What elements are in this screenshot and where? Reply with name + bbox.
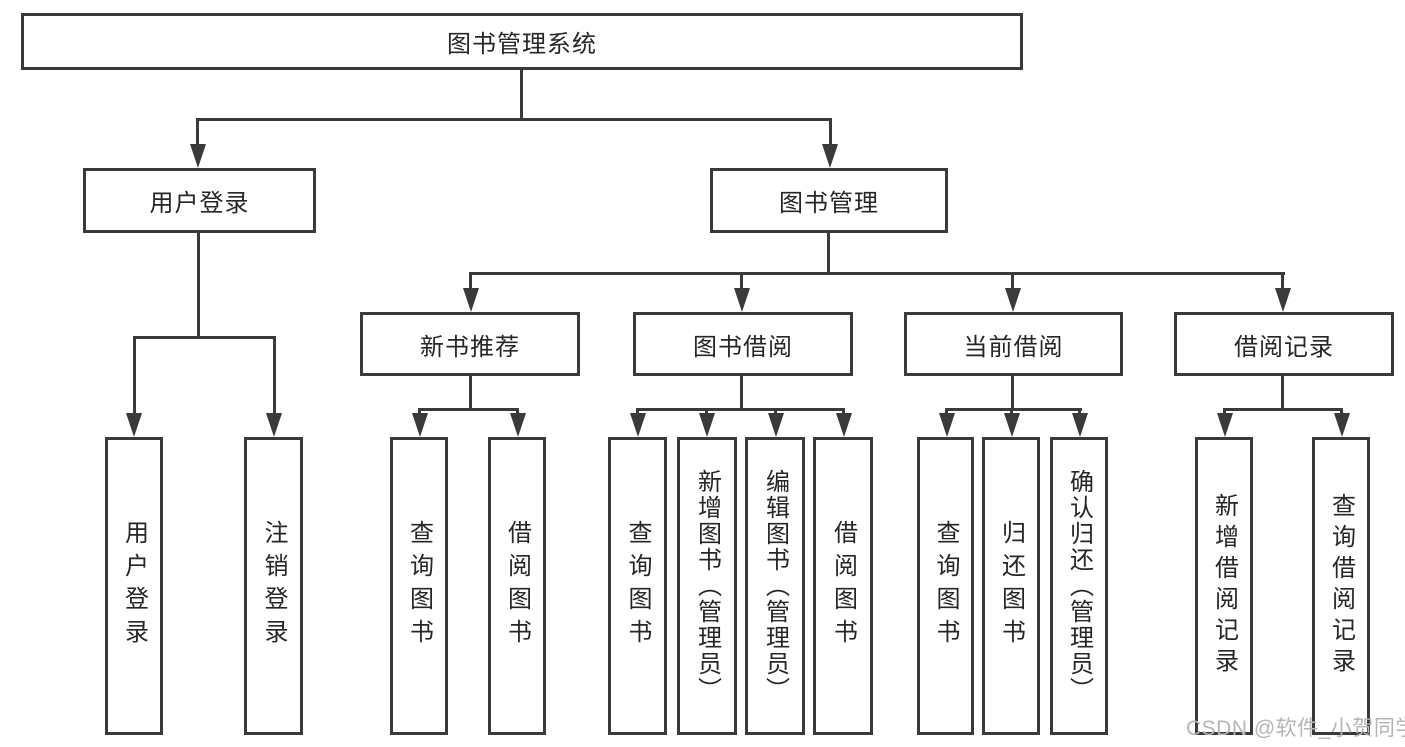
connector-line bbox=[740, 376, 743, 408]
node-label: 新增图书（管理员） bbox=[693, 469, 721, 703]
arrowhead-icon bbox=[939, 413, 955, 437]
node-label: 归还图书 bbox=[997, 520, 1025, 652]
connector-line bbox=[1011, 275, 1014, 290]
node-edit-book-admin: 编辑图书（管理员） bbox=[745, 437, 805, 735]
node-confirm-return-admin: 确认归还（管理员） bbox=[1050, 437, 1108, 735]
connector-line bbox=[196, 121, 199, 146]
node-label: 图书借阅 bbox=[693, 333, 793, 361]
node-label: 新书推荐 bbox=[420, 333, 520, 361]
connector-line bbox=[520, 70, 523, 118]
node-label: 借阅图书 bbox=[829, 520, 857, 652]
node-query-books-recommend: 查询图书 bbox=[390, 437, 448, 735]
node-label: 确认归还（管理员） bbox=[1065, 469, 1093, 703]
node-query-books-current: 查询图书 bbox=[917, 437, 974, 735]
arrowhead-icon bbox=[463, 288, 479, 312]
connector-line bbox=[133, 336, 276, 339]
node-label: 查询借阅记录 bbox=[1327, 493, 1355, 679]
arrowhead-icon bbox=[630, 413, 646, 437]
connector-line bbox=[1281, 275, 1284, 290]
arrowhead-icon bbox=[1004, 413, 1020, 437]
connector-line bbox=[1011, 376, 1014, 408]
connector-line bbox=[945, 408, 1082, 411]
arrowhead-icon bbox=[822, 144, 838, 168]
node-label: 用户登录 bbox=[149, 190, 250, 217]
arrowhead-icon bbox=[768, 413, 784, 437]
node-label: 图书管理系统 bbox=[447, 31, 597, 58]
arrowhead-icon bbox=[412, 413, 428, 437]
connector-line bbox=[636, 408, 845, 411]
arrowhead-icon bbox=[699, 413, 715, 437]
node-add-book-admin: 新增图书（管理员） bbox=[677, 437, 737, 735]
connector-line bbox=[740, 275, 743, 290]
connector-line bbox=[1281, 376, 1284, 408]
arrowhead-icon bbox=[1217, 413, 1233, 437]
csdn-watermark: CSDN @软件_小贺同学 bbox=[1186, 717, 1405, 740]
arrowhead-icon bbox=[1005, 288, 1021, 312]
connector-line bbox=[418, 408, 519, 411]
connector-line bbox=[273, 339, 276, 415]
node-label: 编辑图书（管理员） bbox=[761, 469, 789, 703]
node-borrow-books-recommend: 借阅图书 bbox=[488, 437, 546, 735]
node-query-books-borrow: 查询图书 bbox=[608, 437, 667, 735]
arrowhead-icon bbox=[1275, 288, 1291, 312]
node-new-book-recommendation: 新书推荐 bbox=[360, 312, 580, 376]
connector-line bbox=[469, 376, 472, 408]
arrowhead-icon bbox=[126, 413, 142, 437]
connector-line bbox=[827, 233, 830, 272]
node-label: 新增借阅记录 bbox=[1210, 493, 1238, 679]
arrowhead-icon bbox=[510, 413, 526, 437]
node-label: 查询图书 bbox=[932, 520, 959, 652]
node-user-login-action: 用户登录 bbox=[105, 437, 163, 735]
arrowhead-icon bbox=[734, 288, 750, 312]
connector-line bbox=[1223, 408, 1343, 411]
connector-line bbox=[469, 272, 1285, 275]
node-label: 查询图书 bbox=[624, 520, 651, 652]
node-label: 借阅图书 bbox=[503, 520, 531, 652]
node-label: 图书管理 bbox=[779, 190, 879, 217]
node-label: 注销登录 bbox=[260, 520, 287, 652]
node-label: 当前借阅 bbox=[963, 333, 1064, 361]
node-library-management-system: 图书管理系统 bbox=[21, 13, 1023, 70]
arrowhead-icon bbox=[190, 144, 206, 168]
connector-line bbox=[469, 275, 472, 290]
node-label: 用户登录 bbox=[120, 520, 148, 652]
node-borrow-books-borrow: 借阅图书 bbox=[813, 437, 873, 735]
node-query-borrow-record: 查询借阅记录 bbox=[1312, 437, 1370, 735]
arrowhead-icon bbox=[266, 413, 282, 437]
arrowhead-icon bbox=[1072, 413, 1088, 437]
node-user-login: 用户登录 bbox=[83, 168, 316, 233]
connector-line bbox=[197, 233, 200, 336]
node-borrowing-records: 借阅记录 bbox=[1174, 312, 1394, 376]
node-add-borrow-record: 新增借阅记录 bbox=[1195, 437, 1253, 735]
node-logout-action: 注销登录 bbox=[244, 437, 303, 735]
node-return-books: 归还图书 bbox=[982, 437, 1040, 735]
arrowhead-icon bbox=[836, 413, 852, 437]
connector-line bbox=[196, 118, 832, 121]
connector-line bbox=[133, 339, 136, 415]
node-book-borrowing: 图书借阅 bbox=[633, 312, 853, 376]
connector-line bbox=[829, 121, 832, 146]
arrowhead-icon bbox=[1334, 413, 1350, 437]
node-book-management: 图书管理 bbox=[710, 168, 948, 233]
node-label: 查询图书 bbox=[405, 520, 433, 652]
node-label: 借阅记录 bbox=[1234, 333, 1334, 361]
node-current-borrowing: 当前借阅 bbox=[904, 312, 1123, 376]
